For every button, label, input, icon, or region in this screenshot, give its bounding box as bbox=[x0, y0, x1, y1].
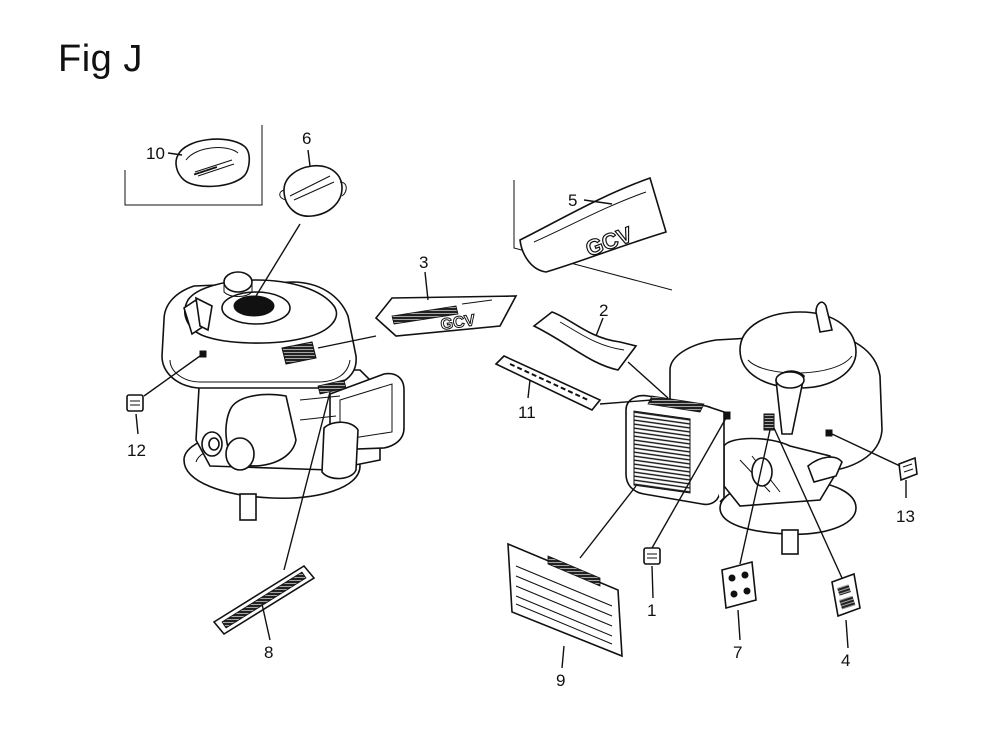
callout-5: 5 bbox=[568, 191, 577, 210]
callout-7: 7 bbox=[733, 643, 742, 662]
callout-11: 11 bbox=[518, 403, 536, 422]
symbol-decal-7 bbox=[721, 560, 757, 610]
engine-left bbox=[161, 271, 405, 521]
leader-lines bbox=[135, 149, 907, 669]
badge-1 bbox=[643, 547, 661, 565]
badge-12 bbox=[126, 394, 144, 412]
fuel-cap-6 bbox=[279, 164, 347, 217]
gcv-text-3: GCV bbox=[440, 312, 477, 334]
strip-label-11 bbox=[494, 355, 602, 411]
badge-13 bbox=[898, 456, 918, 482]
fuel-cap-label-10: ▬▬▬▬ bbox=[175, 138, 251, 188]
inset-frame-10 bbox=[124, 125, 263, 206]
callout-4: 4 bbox=[841, 651, 850, 670]
gcv-label-5: GCV bbox=[519, 176, 667, 273]
label-2 bbox=[532, 311, 638, 371]
gcv-label-3: GCV bbox=[374, 295, 518, 337]
callout-8: 8 bbox=[264, 643, 273, 662]
callout-numbers: 10 6 3 5 2 11 12 8 9 1 7 4 13 bbox=[127, 129, 915, 690]
warning-label-9 bbox=[507, 542, 623, 658]
air-cleaner-cover bbox=[625, 394, 725, 506]
callout-10: 10 bbox=[146, 144, 165, 163]
callout-13: 13 bbox=[896, 507, 915, 526]
callout-6: 6 bbox=[302, 129, 311, 148]
strip-decal-8 bbox=[212, 564, 316, 636]
callout-9: 9 bbox=[556, 671, 565, 690]
decal-4 bbox=[831, 572, 861, 618]
callout-2: 2 bbox=[599, 301, 608, 320]
figure-title: Fig J bbox=[58, 38, 143, 80]
callout-3: 3 bbox=[419, 253, 428, 272]
callout-1: 1 bbox=[647, 601, 656, 620]
inset-frame-5 bbox=[513, 180, 673, 291]
callout-12: 12 bbox=[127, 441, 146, 460]
